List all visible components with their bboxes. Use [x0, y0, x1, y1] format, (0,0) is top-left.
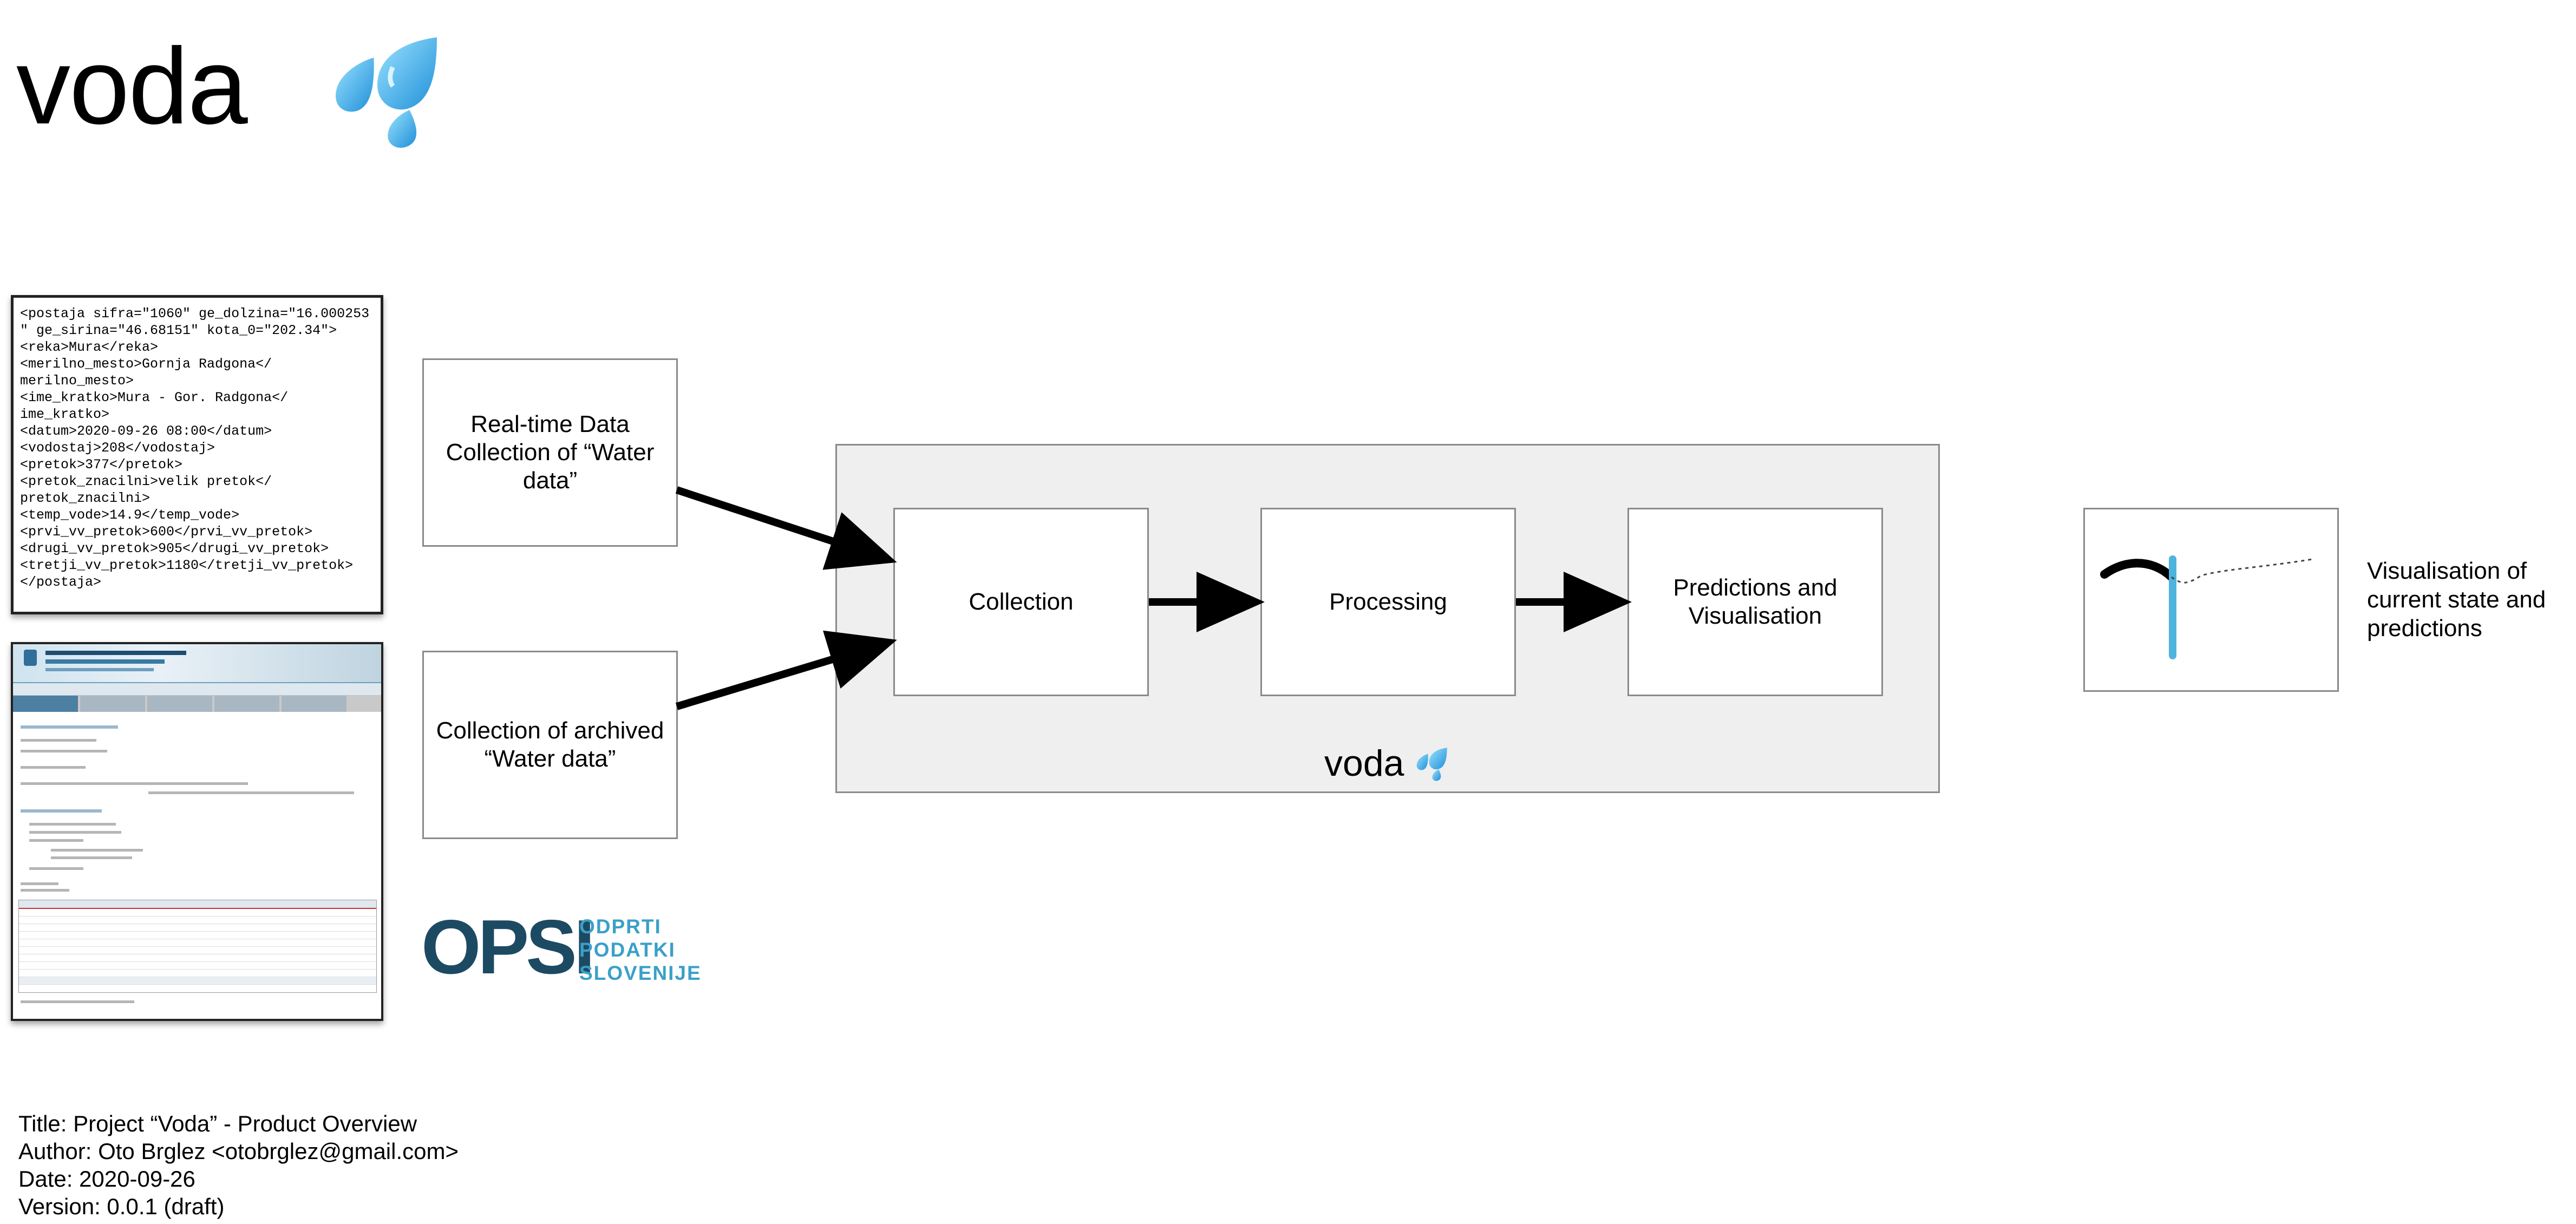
website-header-banner	[13, 644, 381, 683]
footer-title: Title: Project “Voda” - Product Overview	[18, 1111, 417, 1136]
page-title: voda	[16, 26, 248, 147]
visualisation-sketch-box	[2083, 508, 2339, 692]
website-data-table	[18, 900, 377, 993]
opsi-logo: OPSI	[421, 904, 595, 990]
archive-website-screenshot	[11, 642, 383, 1021]
document-info: Title: Project “Voda” - Product Overview…	[18, 1110, 459, 1220]
footer-author: Author: Oto Brglez <otobrglez@gmail.com>	[18, 1138, 459, 1164]
footer-date: Date: 2020-09-26	[18, 1166, 195, 1192]
arrow-archive-to-collection	[675, 630, 897, 710]
arrow-realtime-to-collection	[675, 486, 897, 570]
archive-collection-box: Collection of archived “Water data”	[422, 651, 678, 839]
opsi-tagline: ODPRTI PODATKI SLOVENIJE	[579, 915, 702, 984]
processing-box: Processing	[1260, 508, 1516, 696]
sweat-droplets-icon	[336, 37, 437, 148]
footer-version: Version: 0.0.1 (draft)	[18, 1194, 225, 1219]
predictions-visualisation-box: Predictions and Visualisation	[1627, 508, 1883, 696]
xml-sample-card: <postaja sifra="1060" ge_dolzina="16.000…	[11, 295, 383, 614]
voda-frame-label: voda	[1324, 743, 1404, 784]
realtime-collection-box: Real-time Data Collection of “Water data…	[422, 358, 678, 547]
sweat-droplets-icon	[1416, 748, 1447, 781]
visualisation-caption: Visualisation of current state and predi…	[2367, 558, 2546, 642]
collection-box: Collection	[893, 508, 1149, 696]
water-level-prediction-sketch	[2100, 555, 2313, 659]
